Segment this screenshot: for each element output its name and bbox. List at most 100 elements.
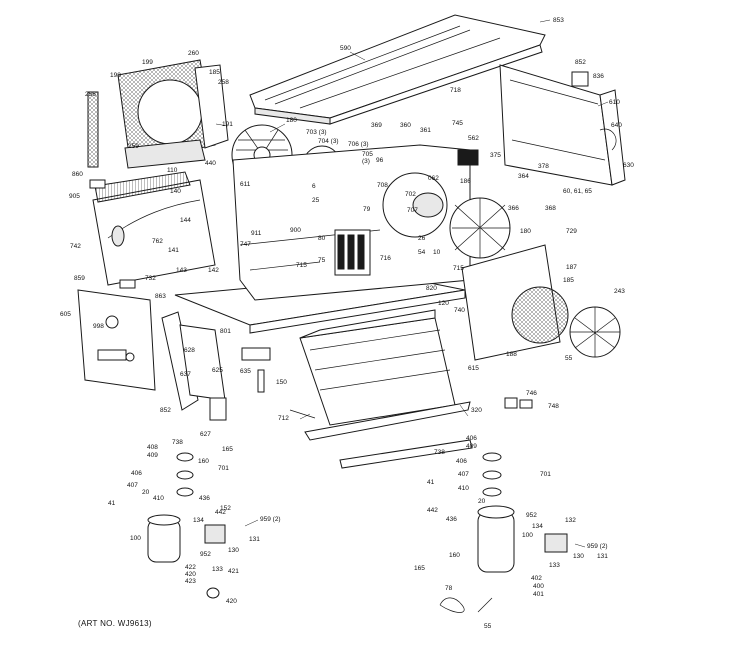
label-141: 141 — [168, 247, 179, 254]
label-134b: 134 — [532, 523, 543, 530]
label-959b: 959 (2) — [587, 543, 608, 550]
part-number-labels: 853 590 852 836 610 640 630 260 199 198 … — [60, 17, 634, 630]
label-420b: 420 — [226, 598, 237, 605]
label-729: 729 — [566, 228, 577, 235]
label-96: 96 — [376, 157, 384, 164]
right-side-panel — [499, 64, 626, 186]
label-260: 260 — [188, 50, 199, 57]
label-409b: 409 — [466, 443, 477, 450]
label-628: 628 — [184, 347, 195, 354]
label-143: 143 — [176, 267, 187, 274]
label-820: 820 — [426, 285, 437, 292]
label-100: 100 — [130, 535, 141, 542]
evaporator-coil — [92, 171, 216, 286]
label-740: 740 — [454, 307, 465, 314]
label-708: 708 — [377, 182, 388, 189]
label-742: 742 — [70, 243, 81, 250]
label-407b: 407 — [458, 471, 469, 478]
label-859: 859 — [74, 275, 85, 282]
label-130b: 130 — [573, 553, 584, 560]
label-185: 185 — [209, 69, 220, 76]
label-160b: 160 — [449, 552, 460, 559]
label-713: 715 — [453, 265, 464, 272]
label-187: 187 — [566, 264, 577, 271]
label-120: 120 — [438, 300, 449, 307]
label-180: 180 — [286, 117, 297, 124]
label-406: 406 — [131, 470, 142, 477]
label-998: 998 — [93, 323, 104, 330]
label-702: 702 — [405, 191, 416, 198]
label-375: 375 — [490, 152, 501, 159]
label-134: 134 — [193, 517, 204, 524]
label-198: 198 — [110, 72, 121, 79]
front-panel — [77, 289, 156, 391]
label-132: 132 — [565, 517, 576, 524]
label-611: 611 — [240, 181, 251, 188]
label-952b: 952 — [526, 512, 537, 519]
leader-lines — [215, 19, 609, 548]
label-54: 54 — [418, 249, 426, 256]
label-746: 746 — [526, 390, 537, 397]
condenser-coil — [299, 309, 473, 469]
label-590: 590 — [340, 45, 351, 52]
label-79: 79 — [363, 206, 371, 213]
label-712: 712 — [278, 415, 289, 422]
label-863: 863 — [155, 293, 166, 300]
label-10: 10 — [433, 249, 441, 256]
label-361: 361 — [420, 127, 431, 134]
label-406c: 406 — [456, 458, 467, 465]
label-959: 959 (2) — [260, 516, 281, 523]
label-60-61-65: 60, 61, 65 — [563, 188, 592, 195]
label-762: 762 — [152, 238, 163, 245]
label-409: 409 — [147, 452, 158, 459]
label-144: 144 — [180, 217, 191, 224]
label-41: 41 — [108, 500, 116, 507]
label-718: 718 — [450, 87, 461, 94]
label-41b: 41 — [427, 479, 435, 486]
label-259: 259 — [128, 143, 139, 150]
label-716: 716 — [380, 255, 391, 262]
label-25: 25 — [312, 197, 320, 204]
label-5: (3) — [362, 158, 370, 165]
label-410b: 410 — [458, 485, 469, 492]
label-062: 062 — [428, 175, 439, 182]
label-243: 243 — [614, 288, 625, 295]
label-747: 747 — [240, 241, 251, 248]
label-562: 562 — [468, 135, 479, 142]
label-436: 436 — [199, 495, 210, 502]
label-191: 191 — [222, 121, 233, 128]
label-635: 635 — [240, 368, 251, 375]
label-360: 360 — [400, 122, 411, 129]
label-366: 366 — [508, 205, 519, 212]
label-110: 110 — [167, 167, 178, 174]
label-364: 364 — [518, 173, 529, 180]
label-706: 706 (3) — [348, 141, 369, 148]
label-133b: 133 — [549, 562, 560, 569]
label-410: 410 — [153, 495, 164, 502]
label-185b: 185 — [563, 277, 574, 284]
label-442b: 442 — [427, 507, 438, 514]
label-400: 400 — [533, 583, 544, 590]
condenser-blower — [382, 172, 511, 259]
label-256: 256 — [85, 91, 96, 98]
label-911: 911 — [251, 230, 262, 237]
label-180b: 180 — [520, 228, 531, 235]
label-75: 75 — [318, 257, 326, 264]
label-186: 186 — [460, 178, 471, 185]
label-836: 836 — [593, 73, 604, 80]
label-905: 905 — [69, 193, 80, 200]
label-421: 421 — [228, 568, 239, 575]
label-165b: 165 — [414, 565, 425, 572]
side-brackets — [161, 311, 226, 411]
label-55b: 55 — [484, 623, 492, 630]
label-368: 368 — [545, 205, 556, 212]
label-55: 55 — [565, 355, 573, 362]
label-748: 748 — [548, 403, 559, 410]
label-160: 160 — [198, 458, 209, 465]
label-320: 320 — [471, 407, 482, 414]
label-130: 130 — [228, 547, 239, 554]
label-952: 952 — [200, 551, 211, 558]
label-442: 442 — [215, 509, 226, 516]
label-900: 900 — [290, 227, 301, 234]
label-26: 26 — [418, 235, 426, 242]
